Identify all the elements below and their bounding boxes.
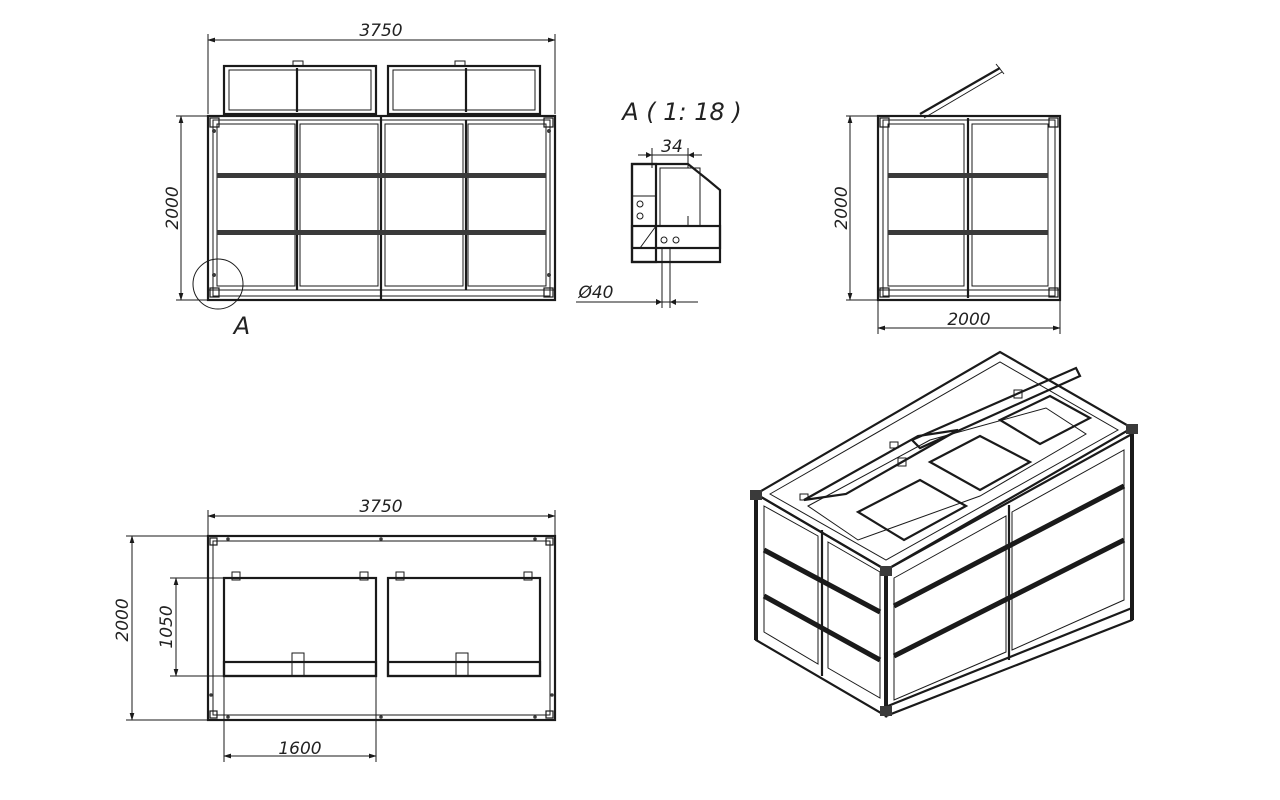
detail-title: A ( 1: 18 ) (620, 98, 742, 126)
side-view: 2000 2000 (832, 63, 1062, 334)
iso-open-lids (799, 366, 1082, 502)
top-width-label: 3750 (359, 497, 402, 517)
side-width-label: 2000 (947, 310, 990, 330)
detail-diameter-label: Ø40 (577, 283, 613, 303)
top-view: 3750 2000 1050 1600 (113, 497, 557, 762)
front-width-dimension: 3750 (207, 21, 556, 114)
open-lids (222, 60, 542, 116)
top-hatch-right (386, 571, 542, 678)
iso-corner-posts (750, 424, 1138, 716)
top-opening-width-label: 1600 (278, 739, 321, 759)
top-opening-height-dimension: 1050 (157, 577, 224, 677)
detail-size-label: 34 (661, 137, 683, 157)
detail-diameter-dimension: Ø40 (576, 248, 698, 308)
front-height-label: 2000 (163, 186, 183, 229)
isometric-view (750, 350, 1138, 718)
side-frame (876, 63, 1062, 302)
iso-top-face (753, 350, 1135, 572)
top-height-dimension: 2000 (113, 535, 208, 721)
iso-long-face (884, 432, 1134, 718)
detail-dimension-34: 34 (638, 137, 702, 168)
top-height-label: 2000 (113, 598, 133, 641)
top-width-dimension: 3750 (207, 497, 556, 536)
front-view: 3750 2000 (163, 21, 557, 340)
iso-short-face (754, 492, 888, 718)
front-frame (206, 114, 557, 302)
detail-marker-label: A (232, 312, 250, 340)
side-height-dimension: 2000 (832, 115, 878, 301)
top-hatch-left (222, 571, 378, 678)
detail-view: A ( 1: 18 ) 34 Ø (576, 98, 742, 308)
front-width-label: 3750 (359, 21, 402, 41)
detail-corner-section (630, 162, 722, 264)
top-opening-height-label: 1050 (157, 605, 177, 648)
side-height-label: 2000 (832, 186, 852, 229)
top-frame (206, 534, 557, 722)
front-height-dimension: 2000 (163, 115, 208, 301)
side-width-dimension: 2000 (877, 300, 1061, 334)
detail-circle (192, 258, 244, 310)
